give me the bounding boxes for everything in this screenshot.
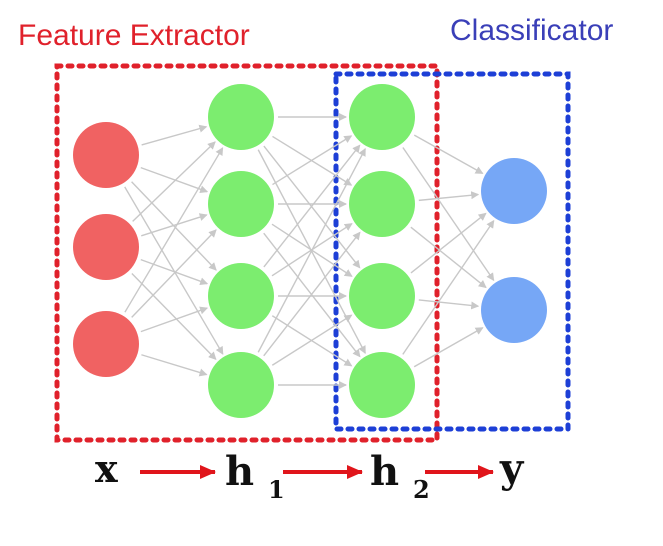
node-h1-4 <box>208 352 274 418</box>
label-y: y <box>499 445 525 492</box>
edge-x-2-to-h1-2 <box>141 213 208 237</box>
edge-h1-2-to-h2-1 <box>272 135 353 186</box>
edge-x-3-to-h1-2 <box>131 229 217 318</box>
node-h2-2 <box>349 171 415 237</box>
edge-h2-2-to-y-1 <box>418 191 480 202</box>
node-h1-1 <box>208 84 274 150</box>
edge-x-3-to-h1-3 <box>140 306 209 333</box>
edge-x-2-to-h1-4 <box>131 272 217 360</box>
label-x: x <box>95 446 118 491</box>
classifier-region <box>333 71 571 432</box>
edge-x-1-to-h1-4 <box>124 186 224 355</box>
edge-h1-4-to-h2-1 <box>257 147 366 353</box>
edge-h2-3-to-y-1 <box>410 212 487 274</box>
node-h2-4 <box>349 352 415 418</box>
label-h1-main: h <box>225 448 254 495</box>
node-x-2 <box>73 214 139 280</box>
edge-h2-2-to-y-2 <box>410 226 487 289</box>
edge-h2-1-to-y-1 <box>413 134 484 175</box>
label-h2-main: h <box>370 448 399 495</box>
edge-h1-4-to-h2-3 <box>271 314 353 366</box>
label-h2: h 2 <box>370 448 430 504</box>
edge-h2-3-to-y-2 <box>418 299 480 310</box>
edge-x-2-to-h1-3 <box>140 258 209 286</box>
edge-h1-4-to-h2-2 <box>263 231 361 357</box>
edge-x-1-to-h1-2 <box>140 166 209 194</box>
node-x-1 <box>73 122 139 188</box>
label-h1: h 1 <box>225 448 285 504</box>
feature-extractor-title: Feature Extractor <box>18 19 250 52</box>
network-nodes <box>73 84 547 418</box>
edge-h2-4-to-y-2 <box>413 327 484 368</box>
node-y-2 <box>481 277 547 343</box>
classifier-title: Classificator <box>450 14 613 47</box>
label-h2-subscript: 2 <box>413 475 430 504</box>
edge-x-1-to-h1-1 <box>141 124 208 146</box>
edge-h2-4-to-y-1 <box>402 219 495 355</box>
connection-edges <box>124 113 495 389</box>
node-h1-2 <box>208 171 274 237</box>
edge-x-3-to-h1-4 <box>141 354 208 377</box>
edge-h1-3-to-h2-1 <box>263 144 361 268</box>
edge-x-3-to-h1-1 <box>124 147 224 313</box>
node-h2-3 <box>349 263 415 329</box>
edge-h2-1-to-y-2 <box>402 147 495 282</box>
edge-x-2-to-h1-1 <box>132 141 216 222</box>
node-h2-1 <box>349 84 415 150</box>
node-y-1 <box>481 158 547 224</box>
label-h1-subscript: 1 <box>268 475 285 504</box>
node-h1-3 <box>208 263 274 329</box>
node-x-3 <box>73 311 139 377</box>
